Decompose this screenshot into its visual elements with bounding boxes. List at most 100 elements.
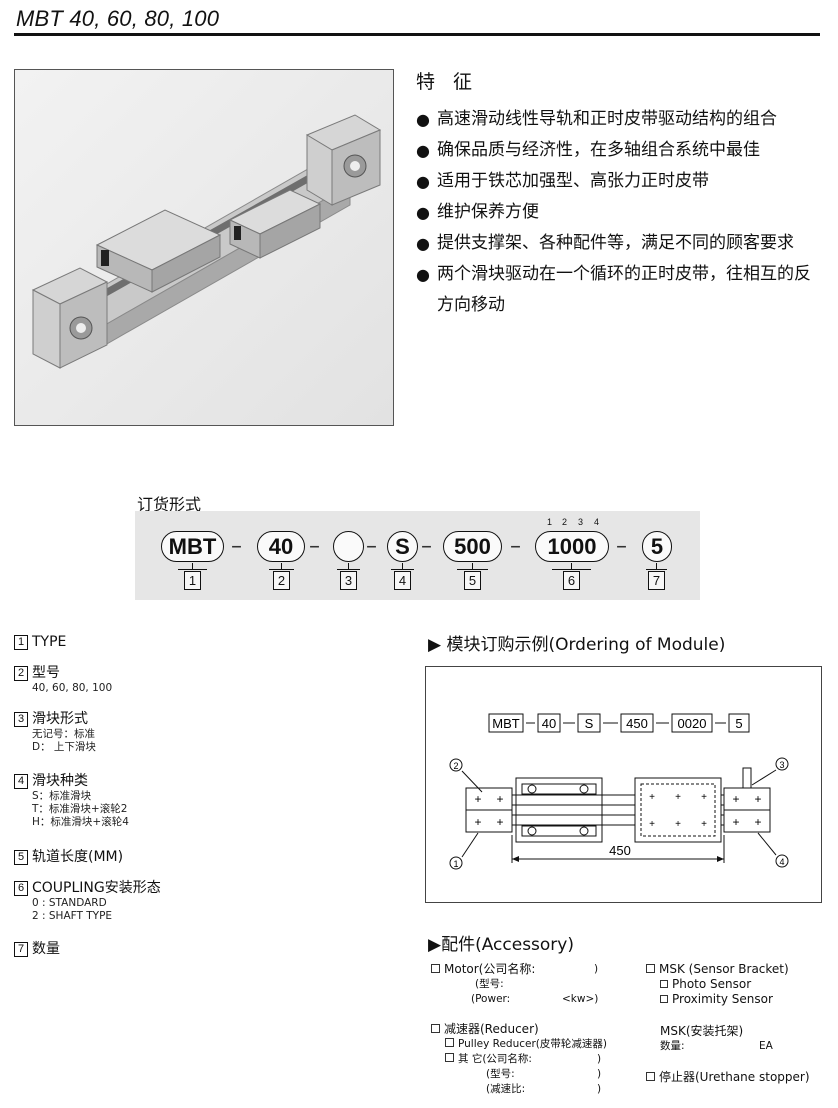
code-bar (552, 569, 591, 570)
code-index: 1 (184, 571, 201, 590)
code-bar (337, 569, 360, 570)
code-pill-quantity: 5 (642, 531, 672, 562)
motor-checkbox[interactable] (431, 964, 440, 973)
spec-line: 2 : SHAFT TYPE (32, 910, 113, 922)
code-bar (391, 569, 414, 570)
reducer-checkbox[interactable] (431, 1024, 440, 1033)
spec-line: 无记号：标准 (32, 728, 95, 740)
page-title: MBT 40, 60, 80, 100 (16, 6, 220, 31)
svg-text:+: + (496, 792, 503, 806)
spec-title: 型号 (32, 665, 60, 681)
digit-tick: 1 (547, 517, 553, 527)
svg-text:+: + (649, 819, 655, 830)
code-bar (457, 569, 488, 570)
module-dimension-label: 450 (609, 843, 631, 858)
svg-text:+: + (701, 792, 707, 803)
feature-item: 高速滑动线性导轨和正时皮带驱动结构的组合 (416, 104, 822, 135)
module-code-part: 450 (626, 716, 648, 731)
spec-line: H：标准滑块+滚轮4 (32, 816, 129, 828)
code-stem (192, 563, 193, 570)
spec-number: 2 (14, 666, 28, 681)
module-code-part: S (585, 716, 594, 731)
msk-label: MSK (Sensor Bracket) (659, 962, 789, 976)
pulley-reducer-label: Pulley Reducer(皮带轮减速器) (458, 1038, 607, 1050)
digit-tick: 4 (594, 517, 600, 527)
code-index: 2 (273, 571, 290, 590)
code-dash: – (366, 534, 377, 559)
reducer-label: 减速器(Reducer) (444, 1022, 539, 1036)
code-pill-model: 40 (257, 531, 305, 562)
code-bar (269, 569, 294, 570)
spec-line: 0 : STANDARD (32, 897, 107, 909)
code-pill-type: MBT (161, 531, 224, 562)
code-pill-slider-form (333, 531, 364, 562)
code-index: 4 (394, 571, 411, 590)
module-code-part: 0020 (678, 716, 707, 731)
other-reducer-label: 其 它(公司名称: (458, 1053, 532, 1065)
motor-power: (Power: (471, 993, 511, 1005)
proximity-sensor-checkbox[interactable] (660, 995, 668, 1003)
proximity-sensor-label: Proximity Sensor (672, 992, 773, 1006)
code-stem (472, 563, 473, 570)
reducer-ratio: (减速比: (486, 1083, 526, 1095)
paren-close: ) (594, 963, 599, 975)
spec-title: COUPLING安装形态 (32, 880, 161, 896)
code-pill-length: 500 (443, 531, 502, 562)
features-list: 高速滑动线性导轨和正时皮带驱动结构的组合 确保品质与经济性，在多轴组合系统中最佳… (416, 104, 822, 321)
module-code-part: MBT (492, 716, 520, 731)
stopper-checkbox[interactable] (646, 1072, 655, 1081)
spec-number: 5 (14, 850, 28, 865)
code-dash: – (510, 534, 521, 559)
svg-text:+: + (474, 815, 481, 829)
spec-line: S：标准滑块 (32, 790, 92, 802)
features-heading: 特 征 (416, 71, 479, 93)
module-code: MBT 40 S 450 0020 5 (488, 713, 750, 733)
paren-close: ) (597, 1083, 602, 1095)
motor-label: Motor(公司名称: (444, 962, 536, 976)
spec-title: 滑块形式 (32, 711, 88, 727)
feature-item: 提供支撑架、各种配件等，满足不同的顾客要求 (416, 228, 822, 259)
spec-number: 6 (14, 881, 28, 896)
code-bar (178, 569, 207, 570)
callout-label: 3 (779, 760, 784, 770)
code-stem (571, 563, 572, 570)
module-code-part: 40 (542, 716, 556, 731)
module-diagram: MBT 40 S 450 0020 5 + + + + + + + + (425, 666, 822, 903)
msk-mount-unit: EA (759, 1040, 773, 1052)
photo-sensor-checkbox[interactable] (660, 980, 668, 988)
code-index: 3 (340, 571, 357, 590)
feature-item: 维护保养方便 (416, 197, 822, 228)
spec-title: 滑块种类 (32, 773, 88, 789)
spec-number: 1 (14, 635, 28, 650)
paren-close: ) (597, 1053, 602, 1065)
pulley-reducer-checkbox[interactable] (445, 1038, 454, 1047)
svg-text:+: + (474, 792, 481, 806)
spec-line: 40, 60, 80, 100 (32, 682, 113, 694)
accessory-heading: ▶配件(Accessory) (428, 935, 574, 955)
paren-close: ) (597, 1068, 602, 1080)
svg-text:+: + (701, 819, 707, 830)
code-dash: – (309, 534, 320, 559)
code-dash: – (231, 534, 242, 559)
other-reducer-checkbox[interactable] (445, 1053, 454, 1062)
callout-label: 1 (453, 859, 458, 869)
reducer-model: (型号: (486, 1068, 515, 1080)
accessory-sensor-bracket: MSK (Sensor Bracket) Photo Sensor Proxim… (646, 962, 789, 1007)
callout-label: 2 (453, 761, 458, 771)
code-index: 5 (464, 571, 481, 590)
spec-number: 7 (14, 942, 28, 957)
msk-checkbox[interactable] (646, 964, 655, 973)
ordering-label: 订货形式 (137, 495, 202, 514)
code-index: 6 (563, 571, 580, 590)
callout-label: 4 (779, 857, 784, 867)
spec-title: TYPE (32, 634, 67, 650)
svg-text:+: + (732, 815, 739, 829)
accessory-reducer: 减速器(Reducer) Pulley Reducer(皮带轮减速器) 其 它(… (431, 1022, 607, 1097)
code-pill-slider-kind: S (387, 531, 418, 562)
svg-text:+: + (754, 792, 761, 806)
digit-tick: 3 (578, 517, 584, 527)
linear-actuator-illustration (31, 114, 382, 369)
